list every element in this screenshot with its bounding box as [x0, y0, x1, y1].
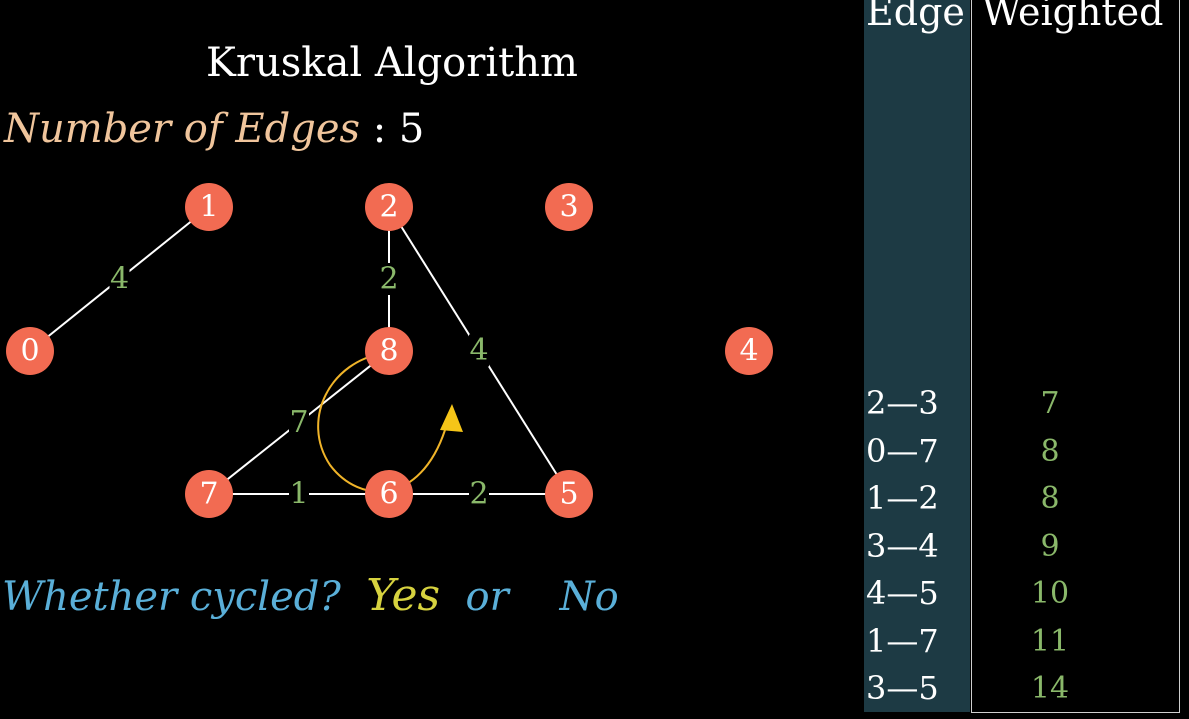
answer-yes: Yes — [366, 570, 441, 621]
table-row-weight: 10 — [1030, 576, 1070, 611]
graph-node-3 — [545, 183, 593, 231]
graph-node-6 — [365, 470, 413, 518]
table-row-edge: 3—5 — [866, 669, 939, 707]
nodes-layer: 0 1 2 3 4 5 6 7 8 — [6, 183, 773, 518]
edge-weight-bg — [109, 263, 130, 295]
graph-node-2 — [365, 183, 413, 231]
graph-node-label: 4 — [739, 334, 758, 369]
edge-count-value: 5 — [398, 106, 425, 152]
cycle-arrow-icon — [440, 404, 463, 432]
question-text: Whether cycled? — [2, 574, 341, 620]
edge-weight-bg — [289, 406, 309, 439]
edge-count-sep: : — [360, 106, 399, 152]
table-row-weight: 14 — [1030, 671, 1070, 706]
edge-weight-bg — [469, 478, 489, 510]
graph-node-label: 0 — [20, 334, 39, 369]
graph-node-label: 6 — [379, 477, 398, 512]
answer-no: No — [559, 574, 619, 620]
graph-node-7 — [185, 470, 233, 518]
table-row-edge: 2—3 — [866, 384, 939, 422]
edge-count-line: Number of Edges : 5 — [4, 106, 424, 152]
graph-node-5 — [545, 470, 593, 518]
diagram-title: Kruskal Algorithm — [206, 40, 578, 86]
edge-weight-label: 4 — [110, 262, 129, 297]
table-row-edge: 0—7 — [866, 431, 939, 470]
graph-node-0 — [6, 327, 54, 375]
graph-node-label: 5 — [559, 477, 578, 512]
graph-node-label: 8 — [379, 334, 398, 369]
graph-node-label: 2 — [379, 190, 398, 225]
table-row-edge: 1—7 — [866, 621, 939, 660]
cycle-question: Whether cycled? Yes or No — [2, 570, 619, 621]
table-row-edge: 3—4 — [866, 526, 939, 565]
answer-or: or — [465, 574, 509, 620]
table-row-edge: 4—5 — [866, 574, 939, 612]
table-edge-column — [864, 0, 970, 712]
table-header-weighted: Weighted — [982, 0, 1164, 34]
edge-weight-label: 2 — [469, 477, 488, 512]
table-header-edge: Edge — [866, 0, 965, 34]
edge-weight-label: 7 — [289, 405, 308, 440]
edge-weight-bg — [289, 478, 309, 510]
edge-count-label: Number of Edges — [4, 106, 361, 152]
edges-layer: 4 2 4 7 1 2 — [29, 206, 570, 512]
graph-canvas: 4 2 4 7 1 2 0 1 2 3 4 5 6 7 8 — [6, 183, 773, 518]
graph-node-label: 3 — [559, 190, 578, 225]
table-row-weight: 11 — [1030, 623, 1070, 659]
edge-weight-label: 4 — [469, 333, 488, 368]
graph-node-1 — [185, 183, 233, 231]
cycle-arc — [317, 352, 463, 493]
graph-node-4 — [725, 327, 773, 375]
edge-weight-label: 2 — [379, 262, 398, 297]
table-row-weight: 8 — [1040, 433, 1060, 469]
graph-node-label: 7 — [199, 477, 218, 512]
table-row-weight: 8 — [1040, 481, 1060, 516]
table-row-weight: 9 — [1040, 528, 1060, 564]
graph-node-8 — [365, 327, 413, 375]
edge-weight-bg — [469, 334, 489, 367]
graph-node-label: 1 — [199, 190, 218, 225]
edge-weight-label: 1 — [289, 477, 308, 512]
table-row-weight: 7 — [1040, 386, 1060, 421]
table-weight-column — [971, 0, 1180, 713]
table-row-edge: 1—2 — [866, 479, 939, 517]
edge-weight-bg — [379, 263, 399, 295]
